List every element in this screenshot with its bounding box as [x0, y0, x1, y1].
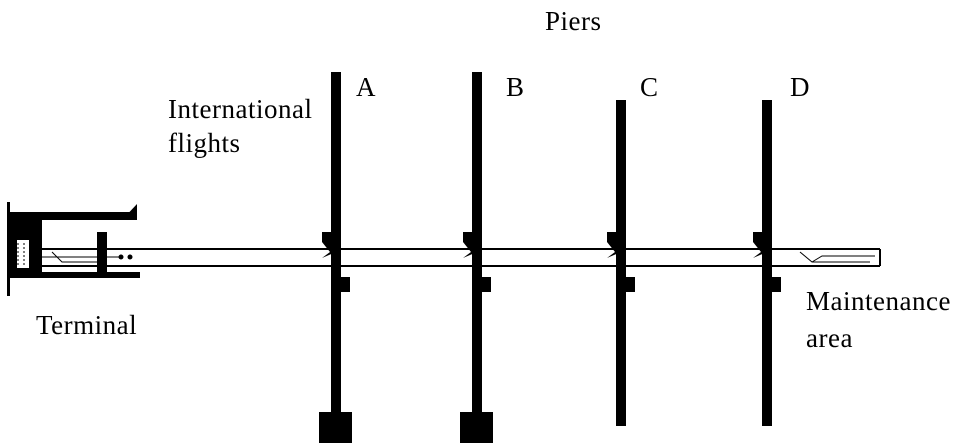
pier-label-b: B — [506, 72, 525, 102]
pier-label-c: C — [640, 72, 659, 102]
main-taxiway — [42, 248, 881, 267]
pier-a-end-block — [319, 412, 352, 443]
international-label-line1: International — [168, 94, 313, 124]
pier-b-end-block — [460, 412, 493, 443]
pier-a-structure — [319, 72, 352, 443]
pier-c-structure — [607, 100, 635, 426]
pier-d-structure — [753, 100, 781, 426]
piers-title: Piers — [545, 6, 602, 36]
terminal-bottom-bar — [10, 272, 140, 278]
terminal-top-wedge — [122, 204, 137, 220]
terminal-door-gap — [17, 240, 29, 268]
pier-b-structure — [460, 72, 493, 443]
terminal-top-bar — [10, 212, 135, 220]
pier-label-d: D — [790, 72, 810, 102]
terminal-edge-line — [7, 202, 10, 296]
pier-label-a: A — [356, 72, 376, 102]
terminal-label: Terminal — [36, 310, 138, 340]
international-label-line2: flights — [168, 128, 241, 158]
terminal-gate-post — [97, 232, 107, 272]
maintenance-label-line2: area — [806, 323, 853, 353]
terminal-building — [7, 202, 140, 296]
maintenance-label-line1: Maintenance — [806, 286, 951, 316]
